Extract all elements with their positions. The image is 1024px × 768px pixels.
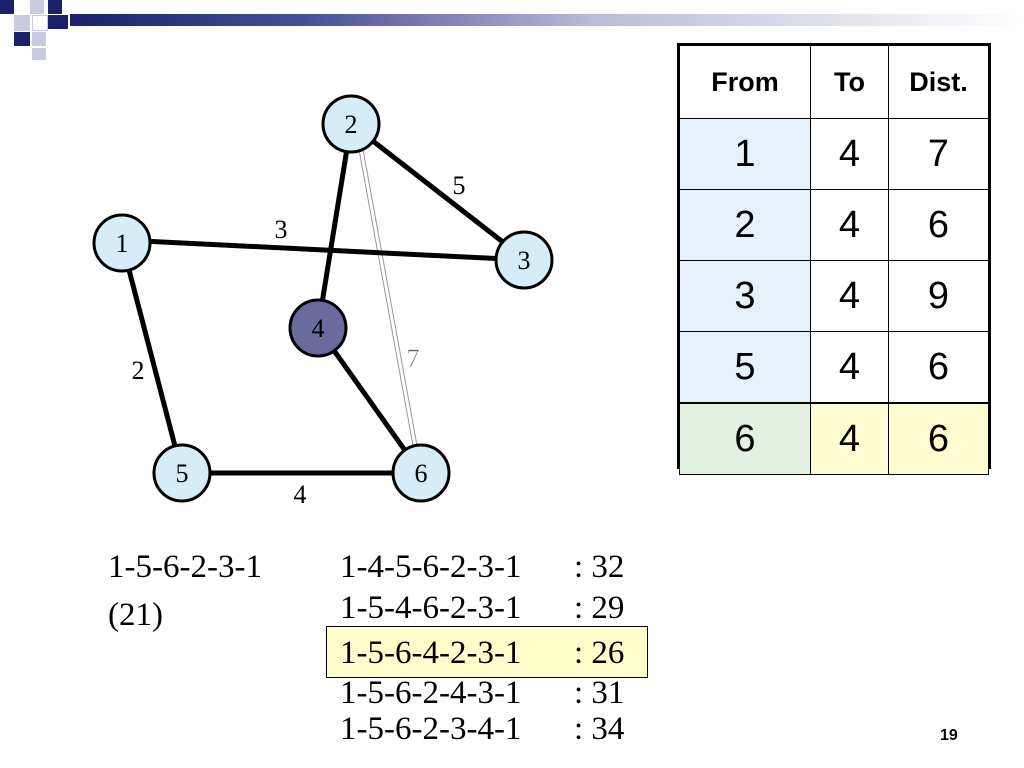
table-row-highlighted: 6 4 6 (679, 402, 989, 475)
candidate-cost: : 31 (574, 675, 625, 711)
page-number: 19 (940, 727, 958, 744)
candidate-path: 1-5-6-2-3-4-1 (340, 711, 522, 747)
edge-2-4 (315, 123, 354, 329)
edge-label-1-5: 2 (132, 356, 145, 385)
edge-1-3 (121, 237, 527, 263)
table-row: 3 4 9 (679, 260, 989, 332)
edge-2-6-line-b (355, 132, 417, 463)
cell-dist: 6 (888, 189, 989, 261)
candidate-path: 1-5-6-2-4-3-1 (340, 675, 522, 711)
edge-label-1-3: 3 (275, 215, 288, 244)
node-4-label: 4 (312, 314, 325, 343)
header-bar (70, 14, 1024, 26)
node-6-label: 6 (415, 459, 428, 488)
cell-from: 3 (679, 260, 811, 332)
edge-label-2-3: 5 (453, 171, 466, 200)
candidate-path: 1-4-5-6-2-3-1 (340, 549, 522, 585)
cell-from: 6 (679, 402, 811, 475)
base-tour-cost: (21) (108, 597, 163, 633)
header-dist: Dist. (888, 45, 989, 119)
best-route-highlight (326, 626, 648, 678)
edge-2-3 (349, 122, 528, 262)
candidate-cost: : 32 (574, 549, 625, 585)
candidate-path-best: 1-5-6-4-2-3-1 (340, 635, 522, 671)
graph-diagram: 3 5 2 4 7 2 1 3 4 5 6 (92, 94, 554, 509)
table-header-row: From To Dist. (679, 45, 989, 119)
table-row: 2 4 6 (679, 189, 989, 261)
node-5: 5 (152, 443, 212, 503)
header-from: From (679, 45, 811, 119)
edge-4-6 (315, 326, 424, 475)
cell-dist: 7 (888, 118, 989, 190)
cell-from: 2 (679, 189, 811, 261)
cell-dist: 6 (888, 331, 989, 404)
node-3-label: 3 (518, 246, 531, 275)
cell-dist: 6 (888, 402, 989, 475)
edge-label-5-6: 4 (294, 480, 307, 509)
node-6: 6 (391, 443, 451, 503)
base-tour-path: 1-5-6-2-3-1 (108, 549, 262, 585)
node-3: 3 (494, 230, 554, 290)
cell-to: 4 (810, 189, 889, 261)
cell-to: 4 (810, 260, 889, 332)
cell-to: 4 (810, 118, 889, 190)
header-decoration (0, 0, 80, 70)
edge-2-6-line-a (359, 132, 421, 463)
candidate-cost-best: : 26 (574, 635, 625, 671)
node-5-label: 5 (176, 459, 189, 488)
cell-dist: 9 (888, 260, 989, 332)
candidate-cost: : 34 (574, 711, 625, 747)
node-1: 1 (92, 213, 152, 273)
distance-table: From To Dist. 1 4 7 2 4 6 3 4 9 5 (677, 43, 991, 475)
edge-label-2-6: 7 (407, 344, 420, 373)
table-row: 1 4 7 (679, 118, 989, 190)
cell-to: 4 (810, 402, 889, 475)
cell-to: 4 (810, 331, 889, 404)
table-row: 5 4 6 (679, 331, 989, 404)
node-2: 2 (321, 94, 381, 154)
cell-from: 1 (679, 118, 811, 190)
node-4-selected: 4 (288, 298, 348, 358)
cell-from: 5 (679, 331, 811, 404)
candidate-path: 1-5-4-6-2-3-1 (340, 590, 522, 626)
edge-1-5 (119, 242, 185, 474)
candidate-cost: : 29 (574, 590, 625, 626)
node-2-label: 2 (345, 110, 358, 139)
header-to: To (810, 45, 889, 119)
node-1-label: 1 (116, 229, 129, 258)
